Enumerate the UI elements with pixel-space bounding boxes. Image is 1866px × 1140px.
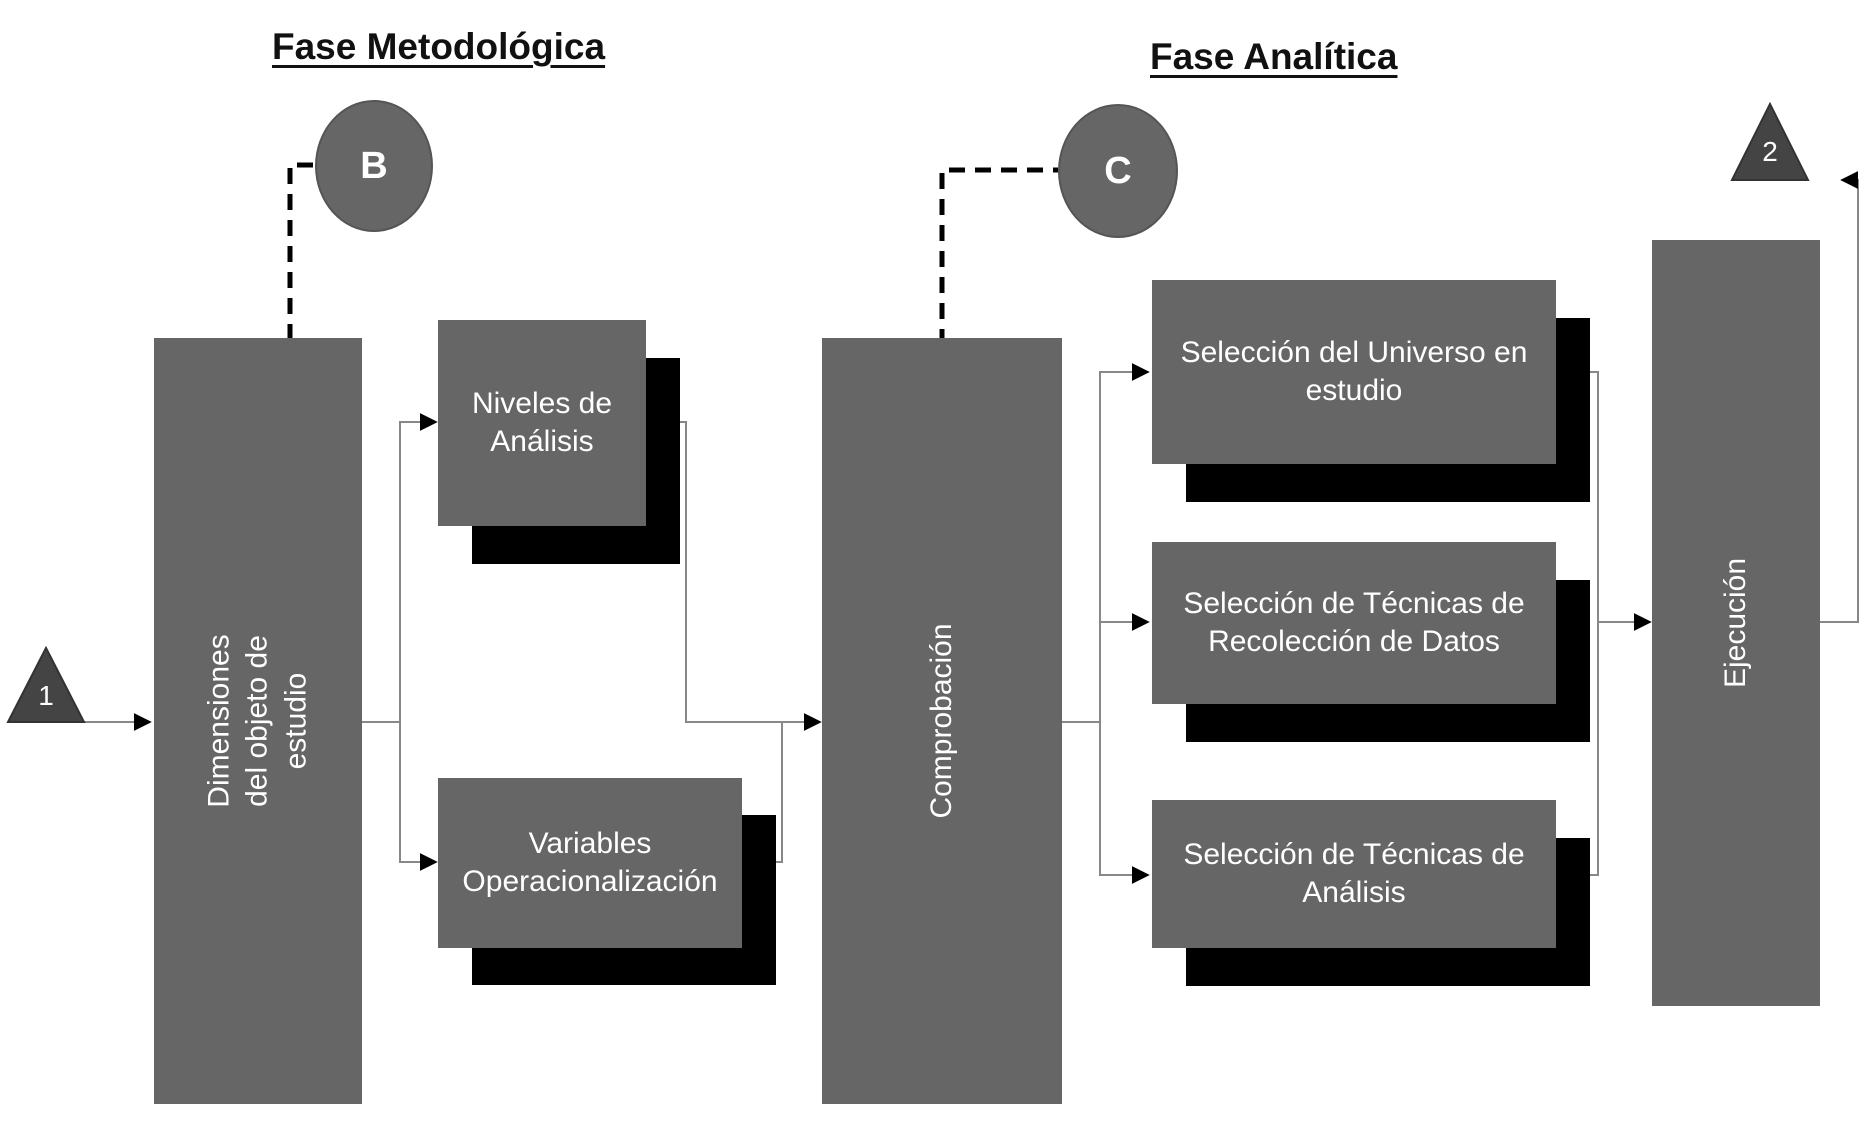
- connector-b-label: B: [360, 144, 388, 187]
- line-selection-merge: [1590, 371, 1599, 876]
- node-comprobacion-label: Comprobación: [924, 623, 958, 819]
- end-triangle-icon: [1730, 101, 1810, 181]
- node-dimensiones: Dimensiones del objeto de estudio: [154, 338, 362, 1104]
- dashed-link-c: [939, 167, 1058, 345]
- node-recoleccion-label: Selección de Técnicas de Recolección de …: [1183, 586, 1525, 658]
- line-variables-merge: [776, 722, 783, 863]
- node-ejecucion: Ejecución: [1652, 240, 1820, 1006]
- end-connector-label: 2: [1762, 136, 1778, 167]
- node-universo: Selección del Universo en estudio: [1152, 280, 1556, 464]
- arrow-to-recoleccion: [1099, 613, 1150, 722]
- node-analisis: Selección de Técnicas de Análisis: [1152, 800, 1556, 948]
- heading-fase-analitica: Fase Analítica: [1150, 36, 1398, 77]
- heading-fase-metodologica: Fase Metodológica: [272, 26, 606, 67]
- node-analisis-label: Selección de Técnicas de Análisis: [1183, 837, 1525, 909]
- connector-c-label: C: [1104, 149, 1132, 192]
- node-universo-label: Selección del Universo en estudio: [1180, 335, 1528, 407]
- arrow-ejecucion-to-end: [1820, 171, 1859, 623]
- node-niveles: Niveles de Análisis: [438, 320, 646, 526]
- arrow-to-universo: [1062, 363, 1150, 723]
- start-connector-label: 1: [38, 680, 54, 711]
- arrow-to-analisis: [1099, 722, 1150, 884]
- arrow-niveles-to-comprobacion: [680, 421, 822, 731]
- connector-b: B: [315, 100, 433, 232]
- node-variables: Variables Operacionalización: [438, 778, 742, 948]
- node-recoleccion: Selección de Técnicas de Recolección de …: [1152, 542, 1556, 704]
- node-variables-label: Variables Operacionalización: [462, 826, 718, 898]
- node-comprobacion: Comprobación: [822, 338, 1062, 1104]
- connector-c: C: [1058, 104, 1178, 238]
- arrow-to-variables: [399, 722, 438, 871]
- arrow-to-niveles: [362, 413, 438, 723]
- node-ejecucion-label: Ejecución: [1718, 557, 1752, 689]
- start-triangle-icon: [6, 645, 86, 723]
- node-dimensiones-label: Dimensiones del objeto de estudio: [202, 634, 313, 808]
- node-niveles-label: Niveles de Análisis: [471, 386, 613, 458]
- dashed-link-b: [287, 162, 325, 340]
